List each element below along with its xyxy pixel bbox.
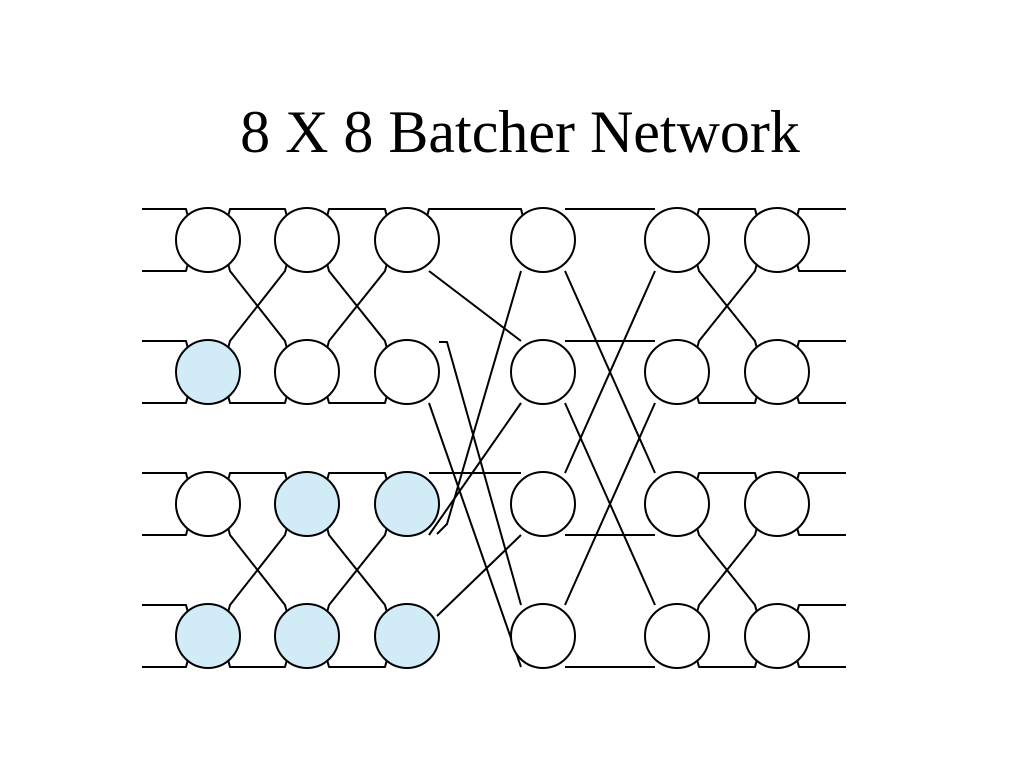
switch-node [744,207,810,273]
switch-node [374,207,440,273]
switch-node-highlighted [274,471,340,537]
switch-node-highlighted [374,471,440,537]
switch-node [274,339,340,405]
switch-node [510,207,576,273]
switch-node [744,339,810,405]
switch-node [644,207,710,273]
wire-s3-s4 [428,270,522,342]
switch-node [175,207,241,273]
wire-s3-s4 [422,208,528,233]
switch-node-highlighted [175,603,241,669]
wire-s3-s4 [428,402,522,668]
wire-s5-s6 [692,511,762,629]
switch-node-highlighted [175,339,241,405]
switch-node-highlighted [374,603,440,669]
wire-s1-s2 [223,511,292,629]
switch-node [510,603,576,669]
wire-s2-s3 [322,247,392,365]
switch-node [744,603,810,669]
switch-node [175,471,241,537]
switch-node-group [175,207,810,669]
switch-node [274,207,340,273]
wire-s3-s4 [436,270,522,535]
wire-s4-s5 [564,402,656,606]
switch-node [644,471,710,537]
switch-node [510,471,576,537]
wire-s2-s3 [322,511,392,629]
switch-node [644,339,710,405]
wire-s1-s2 [223,247,292,365]
switch-node [744,471,810,537]
diagram-title: 8 X 8 Batcher Network [240,99,800,165]
switch-node [644,603,710,669]
wire-s3-s4 [428,402,522,536]
wire-group [142,208,846,668]
wire-s3-s4 [439,341,522,606]
wire-s4-s5 [564,270,656,474]
wire-s3-s4 [436,534,522,617]
switch-node [374,339,440,405]
switch-node-highlighted [274,603,340,669]
switch-node [510,339,576,405]
wire-s5-s6 [692,247,762,365]
